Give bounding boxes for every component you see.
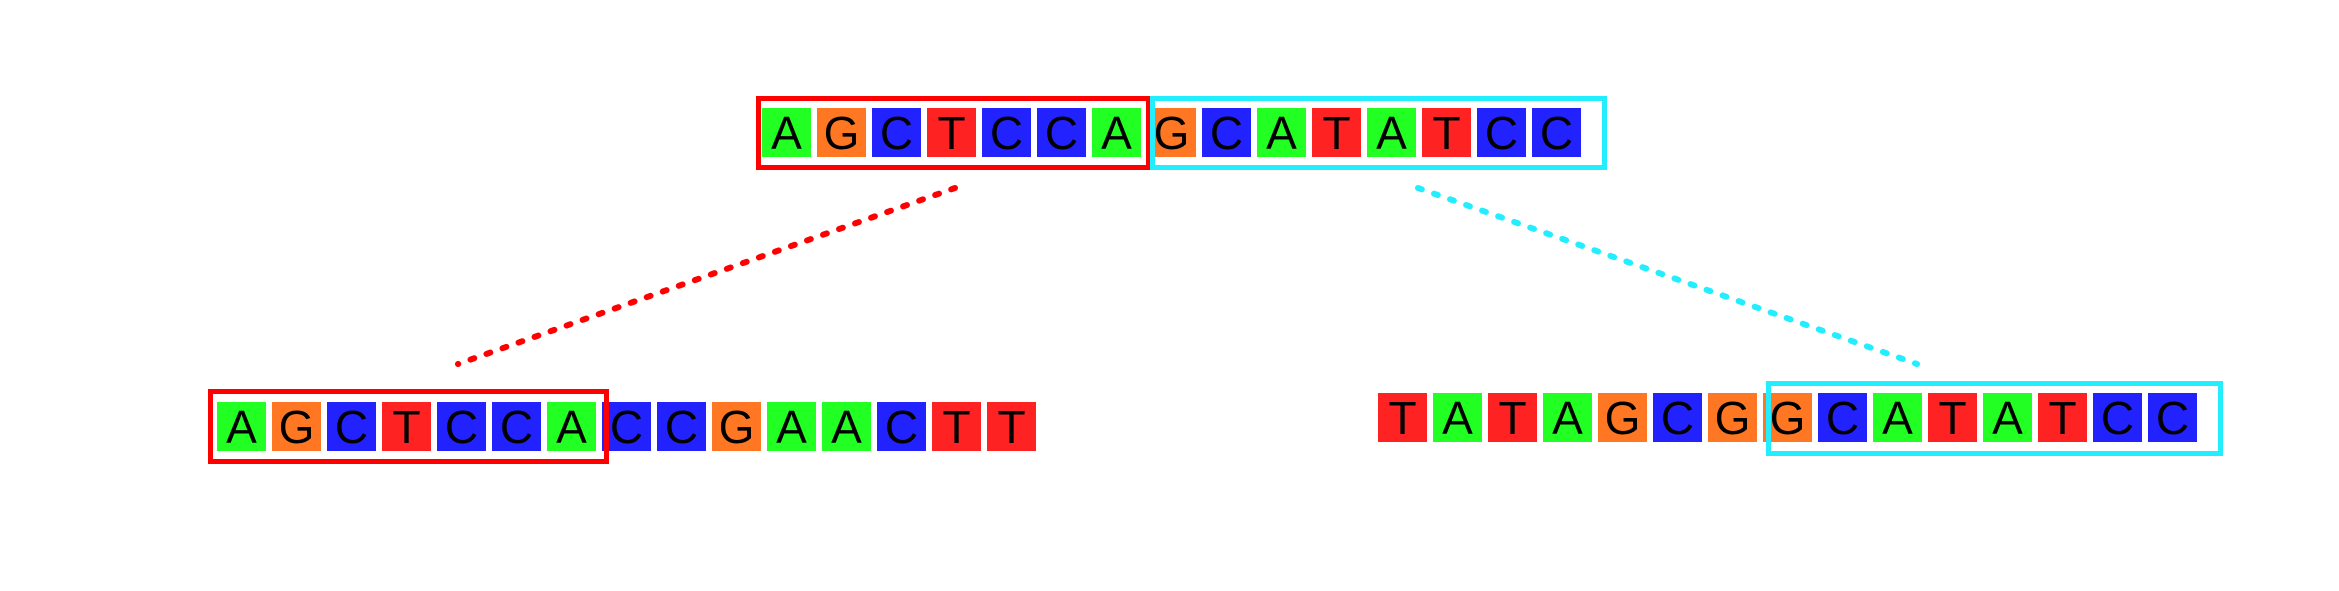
nucleotide-A: A bbox=[1873, 393, 1922, 442]
nucleotide-C: C bbox=[1477, 108, 1526, 157]
nucleotide-A: A bbox=[822, 402, 871, 451]
nucleotide-A: A bbox=[762, 108, 811, 157]
nucleotide-C: C bbox=[1202, 108, 1251, 157]
nucleotide-A: A bbox=[547, 402, 596, 451]
nucleotide-C: C bbox=[1818, 393, 1867, 442]
nucleotide-T: T bbox=[1928, 393, 1977, 442]
nucleotide-C: C bbox=[2148, 393, 2197, 442]
nucleotide-C: C bbox=[872, 108, 921, 157]
nucleotide-C: C bbox=[327, 402, 376, 451]
nucleotide-C: C bbox=[1037, 108, 1086, 157]
nucleotide-G: G bbox=[1147, 108, 1196, 157]
nucleotide-G: G bbox=[272, 402, 321, 451]
nucleotide-T: T bbox=[932, 402, 981, 451]
nucleotide-T: T bbox=[1312, 108, 1361, 157]
nucleotide-G: G bbox=[1708, 393, 1757, 442]
nucleotide-G: G bbox=[1598, 393, 1647, 442]
nucleotide-C: C bbox=[1532, 108, 1581, 157]
nucleotide-A: A bbox=[217, 402, 266, 451]
nucleotide-A: A bbox=[1092, 108, 1141, 157]
bottom-right-highlight-box bbox=[1766, 381, 2223, 456]
nucleotide-C: C bbox=[437, 402, 486, 451]
nucleotide-T: T bbox=[2038, 393, 2087, 442]
nucleotide-C: C bbox=[1653, 393, 1702, 442]
nucleotide-A: A bbox=[1433, 393, 1482, 442]
top-right-highlight-box bbox=[1150, 96, 1607, 170]
nucleotide-T: T bbox=[927, 108, 976, 157]
nucleotide-T: T bbox=[987, 402, 1036, 451]
nucleotide-C: C bbox=[492, 402, 541, 451]
nucleotide-C: C bbox=[657, 402, 706, 451]
nucleotide-G: G bbox=[1763, 393, 1812, 442]
nucleotide-C: C bbox=[877, 402, 926, 451]
nucleotide-T: T bbox=[1422, 108, 1471, 157]
nucleotide-T: T bbox=[1378, 393, 1427, 442]
nucleotide-G: G bbox=[817, 108, 866, 157]
right-connector-dotted-line bbox=[1415, 185, 1920, 367]
nucleotide-G: G bbox=[712, 402, 761, 451]
nucleotide-T: T bbox=[1488, 393, 1537, 442]
nucleotide-A: A bbox=[767, 402, 816, 451]
nucleotide-C: C bbox=[2093, 393, 2142, 442]
nucleotide-C: C bbox=[602, 402, 651, 451]
nucleotide-A: A bbox=[1367, 108, 1416, 157]
nucleotide-T: T bbox=[382, 402, 431, 451]
nucleotide-A: A bbox=[1543, 393, 1592, 442]
top-left-highlight-box bbox=[756, 96, 1151, 170]
nucleotide-C: C bbox=[982, 108, 1031, 157]
nucleotide-A: A bbox=[1257, 108, 1306, 157]
left-connector-dotted-line bbox=[455, 185, 958, 367]
nucleotide-A: A bbox=[1983, 393, 2032, 442]
bottom-left-highlight-box bbox=[208, 389, 609, 464]
